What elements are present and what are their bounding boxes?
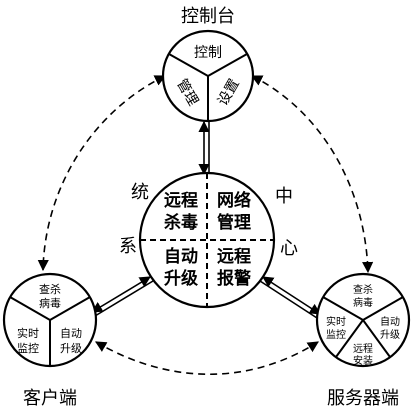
center-q2-line2: 管理 bbox=[217, 212, 251, 233]
client-left-line1: 实时 bbox=[17, 326, 39, 340]
link-client-center bbox=[91, 276, 154, 317]
server-title: 服务器端 bbox=[327, 388, 399, 409]
client-title: 客户端 bbox=[23, 388, 77, 409]
console-node: 控制 管理 设置 bbox=[161, 29, 255, 123]
center-node: 远程 杀毒 网络 管理 自动 升级 远程 报警 bbox=[138, 171, 276, 309]
center-q4-line1: 远程 bbox=[217, 247, 251, 267]
center-q1-line2: 杀毒 bbox=[164, 212, 198, 233]
server-left-line1: 实时 bbox=[326, 315, 346, 328]
server-node: 查杀 病毒 实时 监控 自动 升级 远程 安装 bbox=[315, 272, 411, 368]
dashed-link-console-server bbox=[250, 75, 374, 274]
console-top-label: 控制 bbox=[194, 45, 222, 61]
dashed-link-console-client bbox=[37, 75, 167, 272]
center-q4-line2: 报警 bbox=[217, 268, 251, 289]
dashed-link-client-server bbox=[95, 341, 319, 376]
client-top-line2: 病毒 bbox=[39, 296, 61, 310]
client-top-line1: 查杀 bbox=[39, 282, 61, 296]
server-top-line1: 查杀 bbox=[353, 283, 373, 296]
center-q1-line1: 远程 bbox=[164, 191, 198, 211]
server-bottom-line2: 安装 bbox=[353, 354, 373, 367]
server-bottom-line1: 远程 bbox=[353, 343, 373, 355]
server-top-line2: 病毒 bbox=[353, 296, 373, 309]
center-corner-bl: 系 bbox=[119, 236, 137, 257]
link-console-center bbox=[198, 120, 210, 176]
client-right-line1: 自动 bbox=[60, 327, 82, 340]
server-right-line1: 自动 bbox=[380, 315, 400, 328]
console-title: 控制台 bbox=[181, 6, 235, 27]
client-left-line2: 监控 bbox=[17, 341, 39, 355]
server-left-line2: 监控 bbox=[326, 328, 346, 341]
center-q3-line2: 升级 bbox=[164, 268, 198, 289]
center-corner-tl: 统 bbox=[131, 182, 149, 203]
center-q3-line1: 自动 bbox=[164, 246, 198, 267]
center-corner-br: 心 bbox=[280, 238, 298, 259]
link-server-center bbox=[259, 276, 321, 319]
center-q2-line1: 网络 bbox=[217, 190, 251, 211]
center-corner-tr: 中 bbox=[275, 186, 293, 207]
server-right-line2: 升级 bbox=[380, 329, 400, 341]
client-right-line2: 升级 bbox=[60, 342, 82, 355]
client-node: 查杀 病毒 实时 监控 自动 升级 bbox=[2, 272, 98, 368]
